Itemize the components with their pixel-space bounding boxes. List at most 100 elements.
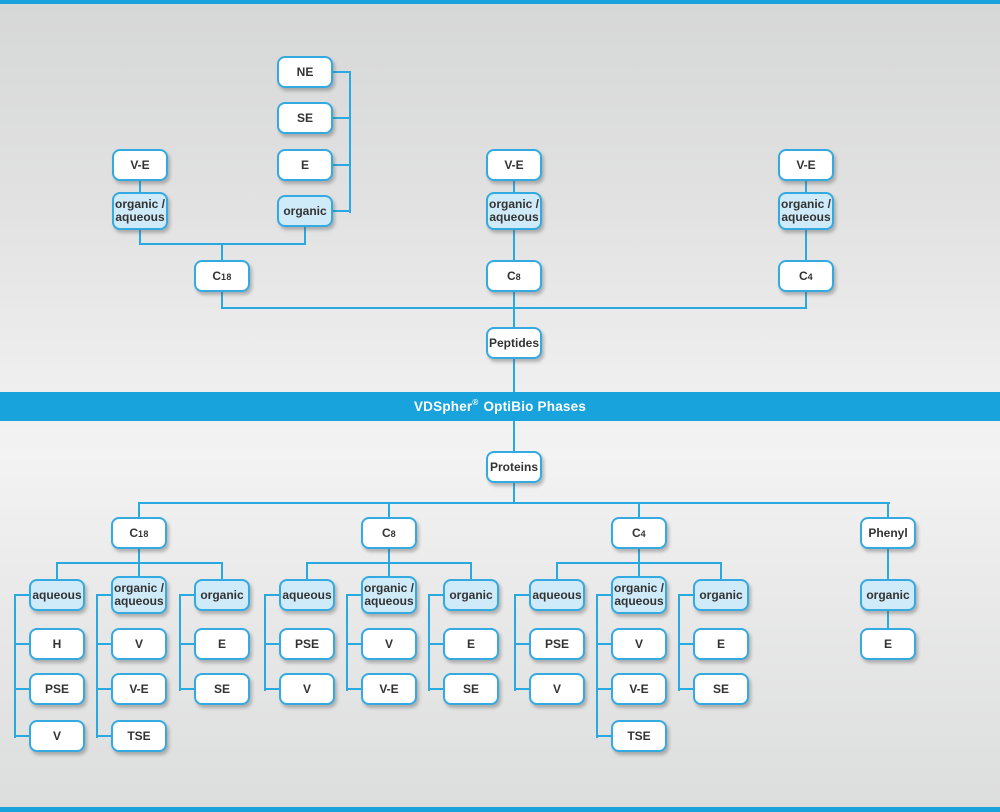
connector-line — [556, 563, 558, 579]
connector-line — [179, 594, 196, 596]
connector-line — [388, 549, 390, 579]
node-label: V-E — [796, 157, 816, 172]
connector-line — [14, 594, 31, 596]
proteins-c8-organic-child-node: SE — [443, 673, 499, 705]
peptides-c18-organic-aqueous-node: organic / aqueous — [112, 192, 168, 230]
peptides-c4-column-node: C4 — [778, 260, 834, 292]
connector-line — [596, 688, 613, 690]
connector-line — [306, 562, 472, 564]
node-label: organic / aqueous — [363, 581, 414, 608]
proteins-c4-organic-child-node: SE — [693, 673, 749, 705]
node-label: organic / aqueous — [780, 197, 831, 224]
connector-line — [346, 594, 363, 596]
proteins-c18-organic-node: organic — [194, 579, 250, 611]
node-label: V — [552, 681, 561, 696]
connector-line — [514, 594, 531, 596]
node-label: TSE — [627, 728, 651, 743]
connector-line — [428, 688, 445, 690]
proteins-c8-aqueous-node: aqueous — [279, 579, 335, 611]
connector-line — [428, 594, 430, 691]
node-label: organic / aqueous — [114, 197, 165, 224]
proteins-c18-aqueous-child-node: H — [29, 628, 85, 660]
proteins-c8-aqueous-child-node: PSE — [279, 628, 335, 660]
node-label: C8 — [507, 268, 521, 283]
connector-line — [331, 164, 350, 166]
proteins-phenyl-column-node: Phenyl — [860, 517, 916, 549]
connector-line — [514, 643, 531, 645]
node-label: E — [716, 636, 725, 651]
connector-line — [596, 594, 598, 738]
node-label: C4 — [799, 268, 813, 283]
connector-line — [805, 291, 807, 309]
proteins-c4-organic-aqueous-child-node: V — [611, 628, 667, 660]
connector-line — [556, 562, 722, 564]
connector-line — [56, 562, 223, 564]
connector-line — [428, 594, 445, 596]
connector-line — [179, 688, 196, 690]
node-label: V — [134, 636, 143, 651]
peptides-c18-ne-node: NE — [277, 56, 333, 88]
connector-line — [638, 549, 640, 579]
node-label: E — [883, 636, 892, 651]
connector-line — [596, 643, 613, 645]
node-label: V-E — [629, 681, 649, 696]
node-label: V — [52, 728, 61, 743]
peptides-root-node: Peptides — [486, 327, 542, 359]
connector-line — [346, 643, 363, 645]
connector-line — [513, 482, 515, 504]
connector-line — [887, 611, 889, 628]
connector-line — [678, 688, 695, 690]
node-label: TSE — [127, 728, 151, 743]
proteins-c18-organic-child-node: E — [194, 628, 250, 660]
connector-line — [513, 180, 515, 194]
connector-line — [805, 228, 807, 261]
banner-brand: VDSpher — [413, 399, 473, 414]
proteins-c4-organic-aqueous-child-node: V-E — [611, 673, 667, 705]
peptides-c4-ve-node: V-E — [778, 149, 834, 181]
connector-line — [513, 291, 515, 328]
node-label: Peptides — [488, 335, 539, 350]
proteins-c4-organic-child-node: E — [693, 628, 749, 660]
connector-line — [514, 594, 516, 691]
proteins-c8-organic-aqueous-child-node: V — [361, 628, 417, 660]
connector-line — [264, 594, 281, 596]
connector-line — [138, 549, 140, 579]
node-label: V-E — [504, 157, 524, 172]
connector-line — [805, 180, 807, 194]
proteins-c18-organic-aqueous-child-node: V — [111, 628, 167, 660]
node-label: C18 — [212, 268, 232, 283]
connector-line — [306, 563, 308, 579]
connector-line — [638, 503, 640, 518]
connector-line — [179, 594, 181, 691]
peptides-c8-column-node: C8 — [486, 260, 542, 292]
connector-line — [14, 594, 16, 738]
node-label: organic — [449, 587, 493, 602]
proteins-phenyl-organic-node: organic — [860, 579, 916, 611]
peptides-c4-organic-aqueous-node: organic / aqueous — [778, 192, 834, 230]
connector-line — [720, 563, 722, 579]
node-label: SE — [213, 681, 230, 696]
proteins-c18-aqueous-child-node: V — [29, 720, 85, 752]
connector-line — [428, 643, 445, 645]
connector-line — [331, 210, 350, 212]
connector-line — [96, 594, 98, 738]
peptides-c18-se-node: SE — [277, 102, 333, 134]
node-label: organic / aqueous — [613, 581, 664, 608]
connector-line — [346, 594, 348, 691]
vdspher-optibio-banner: VDSpher® OptiBio Phases — [0, 392, 1000, 421]
connector-line — [887, 549, 889, 579]
node-label: V — [302, 681, 311, 696]
proteins-c18-column-node: C18 — [111, 517, 167, 549]
connector-line — [221, 291, 223, 309]
connector-line — [221, 563, 223, 579]
connector-line — [96, 735, 113, 737]
banner-rest: OptiBio Phases — [479, 399, 587, 414]
node-label: PSE — [294, 636, 319, 651]
node-label: C4 — [632, 525, 646, 540]
node-label: E — [300, 157, 309, 172]
proteins-c4-column-node: C4 — [611, 517, 667, 549]
proteins-c4-aqueous-node: aqueous — [529, 579, 585, 611]
connector-line — [96, 594, 113, 596]
proteins-c4-organic-aqueous-child-node: TSE — [611, 720, 667, 752]
